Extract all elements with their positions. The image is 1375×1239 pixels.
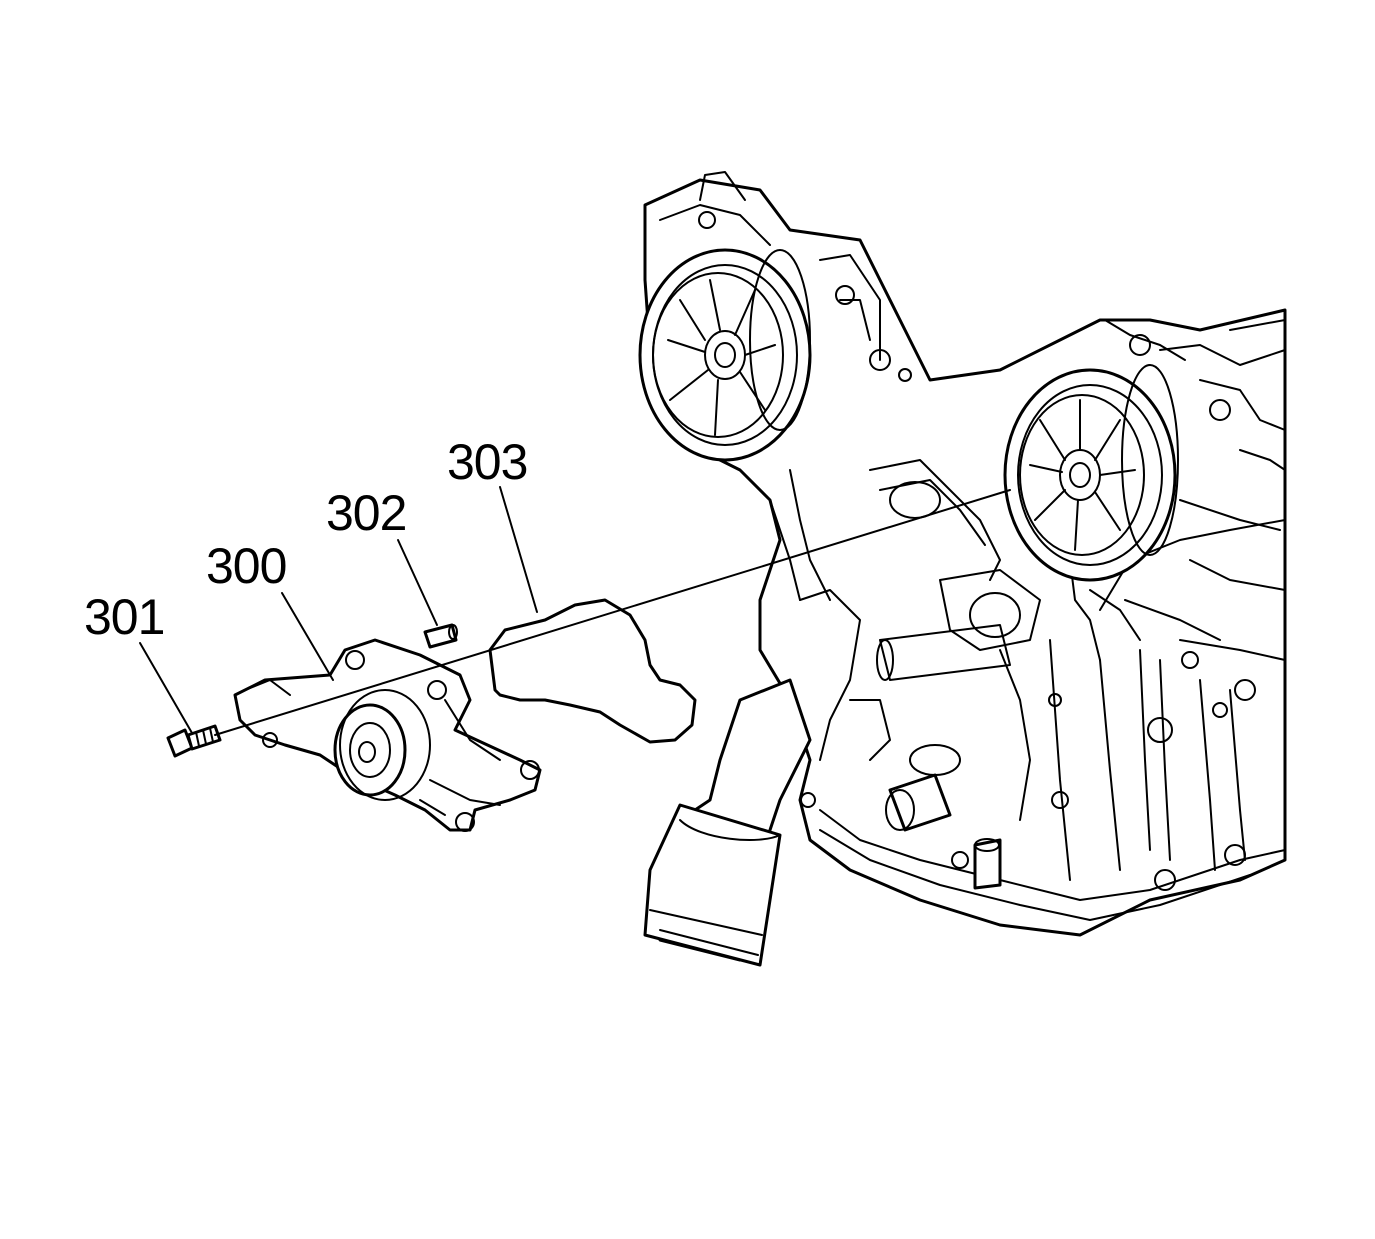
leader-line-303: [499, 486, 538, 613]
dowel-pin: [423, 623, 458, 649]
leader-line-302: [397, 539, 438, 626]
left-camshaft-sprocket: [638, 248, 812, 462]
leader-line-300: [281, 592, 334, 681]
water-pump: [233, 638, 542, 832]
callout-300: 300: [206, 538, 287, 594]
callout-303: 303: [447, 434, 528, 490]
right-camshaft-sprocket: [1003, 364, 1179, 582]
bolt: [166, 724, 222, 758]
gasket: [488, 598, 697, 744]
leader-line-301: [139, 642, 193, 734]
callout-302: 302: [326, 485, 407, 541]
oil-filter: [643, 678, 812, 967]
callout-301: 301: [84, 589, 165, 645]
alignment-line: [214, 489, 1011, 736]
